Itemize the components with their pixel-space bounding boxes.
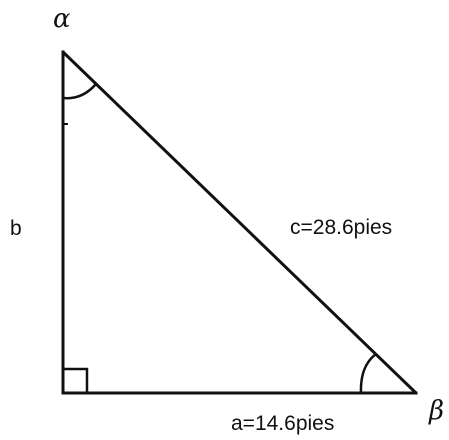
alpha-angle-arc xyxy=(62,83,97,100)
right-angle-marker xyxy=(63,367,89,393)
beta-label: β xyxy=(429,396,445,426)
alpha-label: α xyxy=(53,4,71,34)
side-a-label: a=14.6pies xyxy=(231,412,335,435)
hypotenuse-c-line xyxy=(61,50,418,395)
beta-angle-arc xyxy=(359,353,377,394)
side-b-label: b xyxy=(10,217,22,240)
hypotenuse-label: c=28.6pies xyxy=(290,216,393,239)
